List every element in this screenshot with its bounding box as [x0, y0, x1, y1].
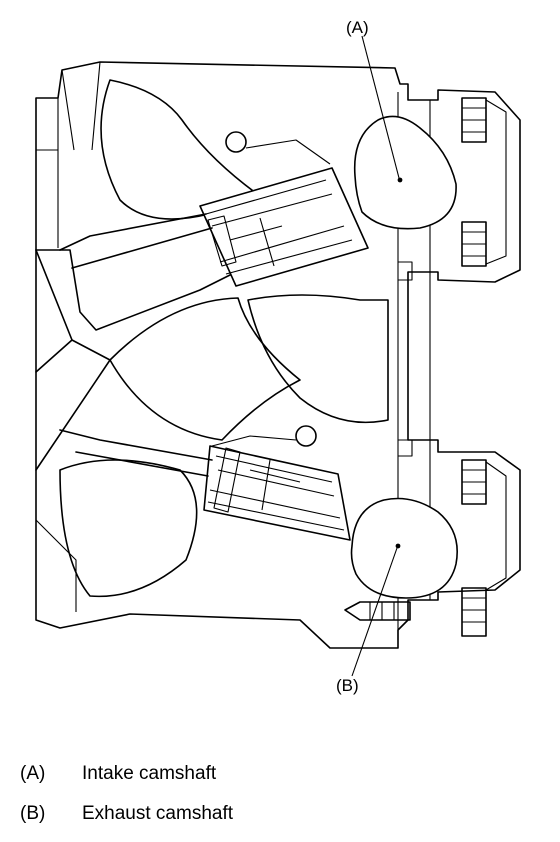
- cylinder-head-cross-section-diagram: [35, 35, 521, 677]
- intake-camshaft-center: [397, 177, 403, 183]
- intake-valve-assembly: [59, 131, 369, 287]
- leader-line-a: [361, 35, 400, 179]
- side-stud: [344, 601, 411, 621]
- lower-cover-bolts: [461, 459, 507, 637]
- legend-item-intake: (A) Intake camshaft: [20, 762, 233, 786]
- legend-item-exhaust: (B) Exhaust camshaft: [20, 802, 233, 826]
- coolant-passage-lower: [59, 459, 198, 598]
- callout-label-a: (A): [346, 18, 369, 37]
- exhaust-camshaft-center: [395, 543, 401, 549]
- legend-text: Exhaust camshaft: [82, 803, 234, 824]
- seal-tabs: [398, 261, 413, 457]
- exhaust-valve-assembly: [59, 425, 351, 541]
- legend: (A) Intake camshaft (B) Exhaust camshaft: [20, 762, 233, 842]
- exhaust-camshaft-lobe: [350, 497, 458, 599]
- intake-camshaft-lobe: [353, 115, 457, 230]
- upper-cover-bolts: [461, 97, 507, 267]
- legend-text: Intake camshaft: [82, 763, 217, 784]
- coolant-passage-center: [109, 297, 301, 441]
- cylinder-head-outline: [35, 61, 521, 649]
- coolant-passage-right: [247, 294, 389, 424]
- callout-label-b: (B): [336, 676, 359, 695]
- legend-key: (A): [20, 763, 46, 784]
- leader-line-b: [351, 547, 398, 677]
- legend-key: (B): [20, 803, 46, 824]
